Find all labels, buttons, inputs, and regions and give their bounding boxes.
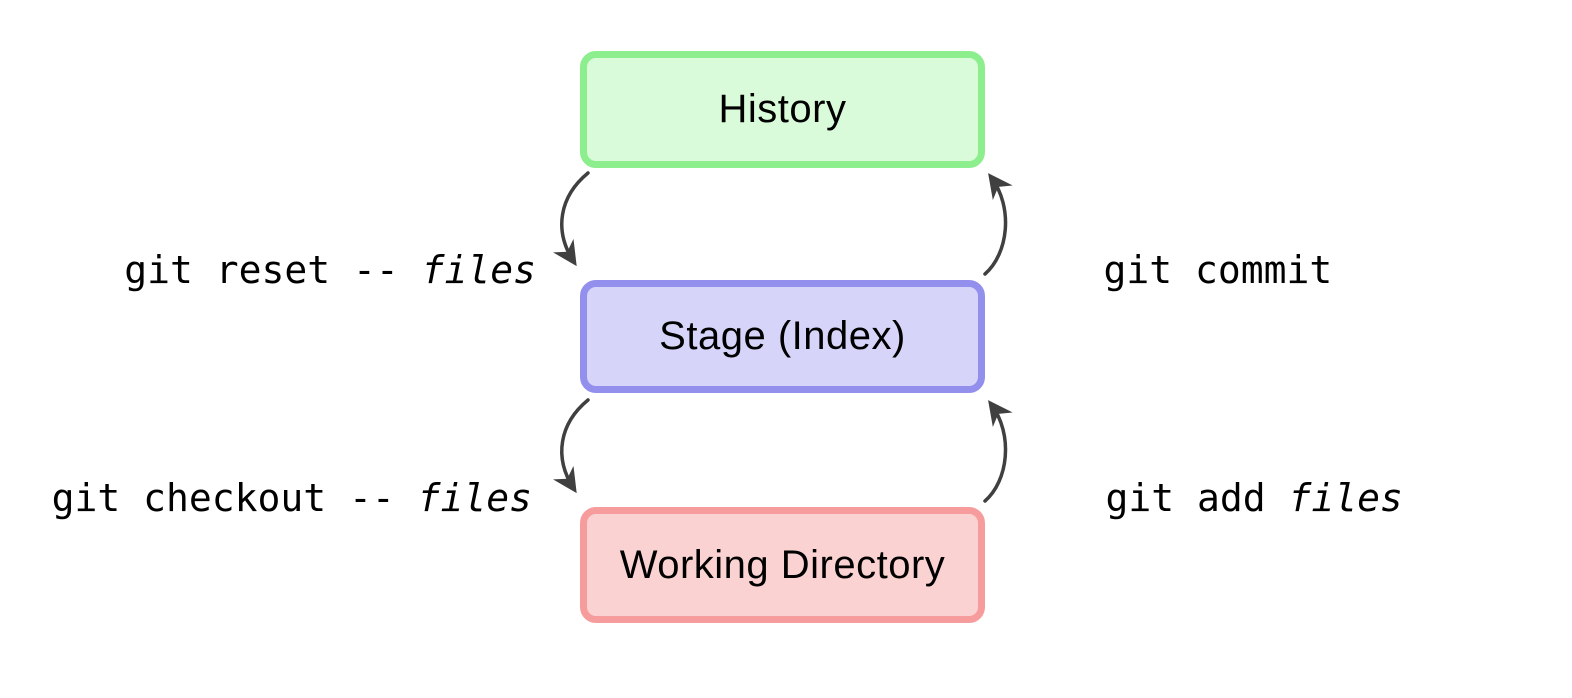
command-argument: files <box>417 476 532 520</box>
working-directory-node: Working Directory <box>580 507 985 623</box>
history-node: History <box>580 51 985 168</box>
working-directory-node-label: Working Directory <box>619 542 946 587</box>
stage-index-node: Stage (Index) <box>580 280 985 393</box>
git-reset-arrow <box>553 171 590 267</box>
command-text: git checkout -- <box>51 476 418 520</box>
command-text: git add <box>1105 476 1289 520</box>
stage-index-node-label: Stage (Index) <box>659 314 906 358</box>
history-node-label: History <box>718 87 847 131</box>
git-reset-command-label: git reset -- files <box>33 198 536 342</box>
command-text: git reset -- <box>124 248 422 292</box>
command-argument: files <box>421 248 536 292</box>
git-checkout-command-label: git checkout -- files <box>0 426 532 570</box>
command-text: git commit <box>1103 248 1333 292</box>
git-add-arrow <box>983 400 1013 503</box>
git-add-command-label: git add files <box>1014 426 1403 570</box>
git-checkout-arrow <box>553 398 590 494</box>
git-commit-arrow <box>983 173 1013 276</box>
git-commit-command-label: git commit <box>1012 198 1333 342</box>
command-argument: files <box>1288 476 1403 520</box>
